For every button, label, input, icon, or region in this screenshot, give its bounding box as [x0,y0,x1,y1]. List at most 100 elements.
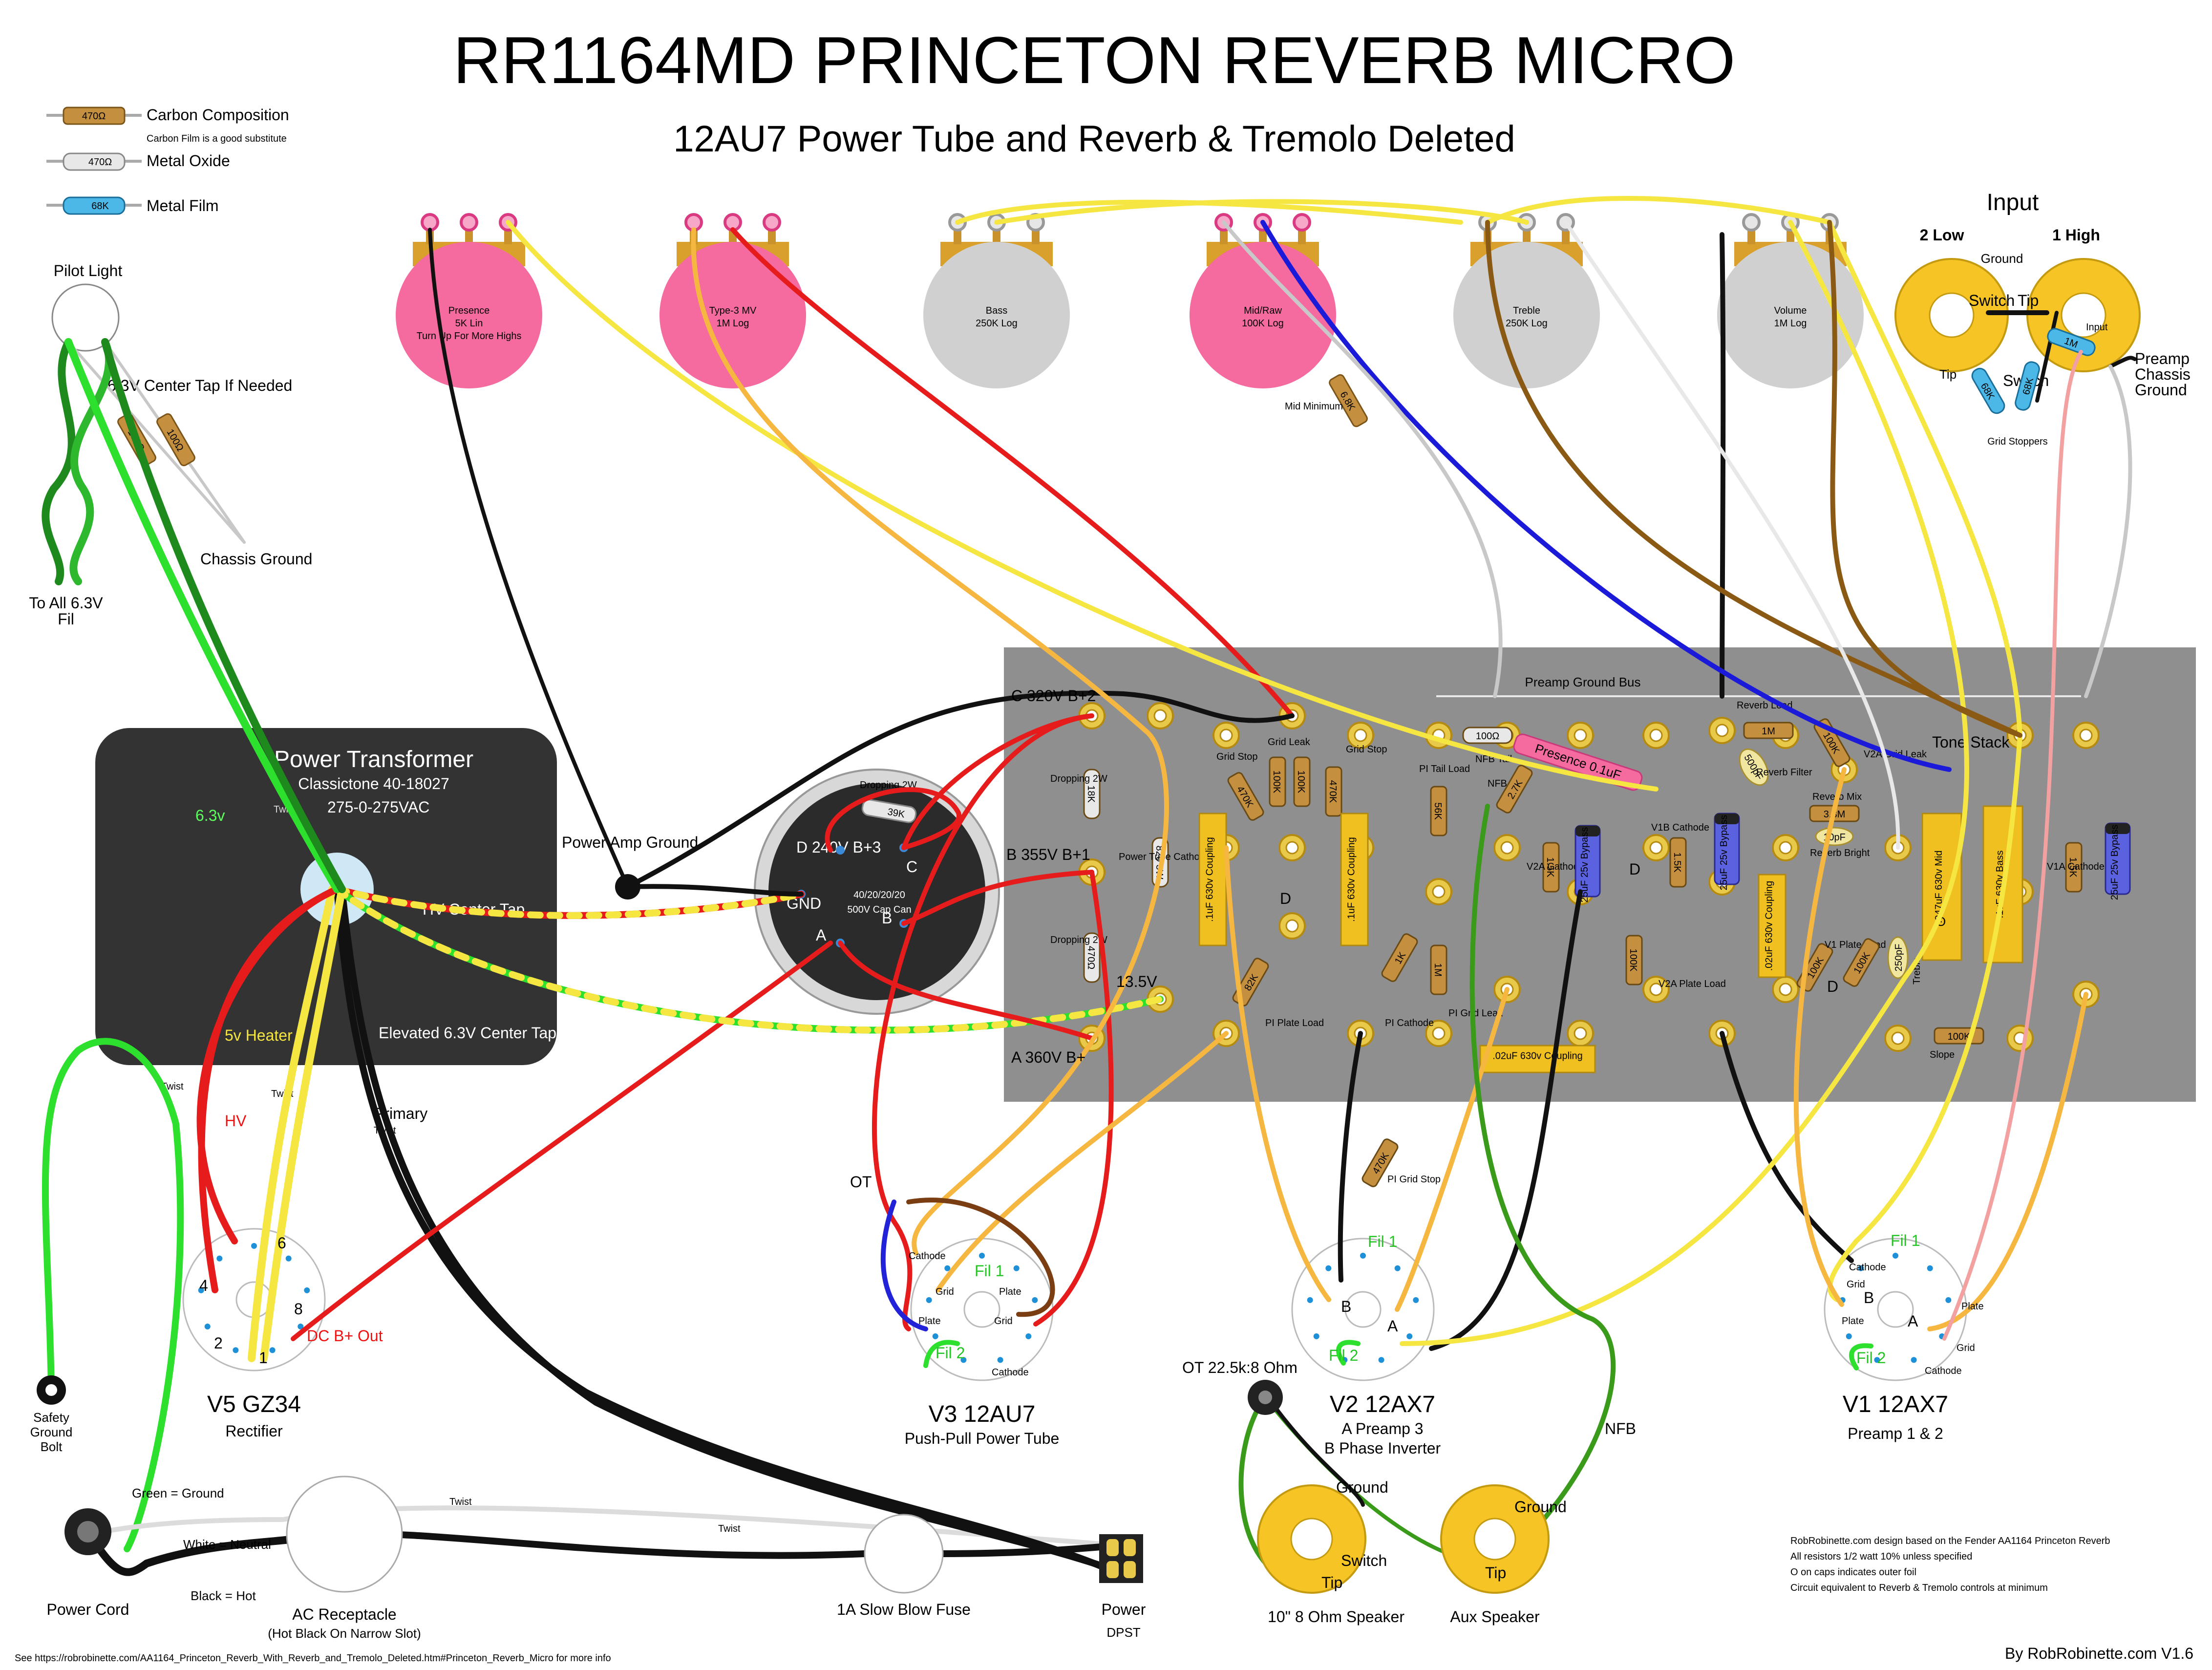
v1-plate-2: Plate [1961,1301,1984,1312]
d-mark-1: D [1280,890,1291,907]
v1-name: V1 12AX7 [1843,1392,1948,1417]
v3-grid-2: Grid [994,1316,1013,1327]
resistor-board-drop2_value: 470Ω [1083,932,1101,983]
legend-oxide-label: Metal Oxide [147,152,230,170]
v1-a-label: A [1908,1312,1918,1330]
component-label: Grid Stop [1216,751,1257,762]
v3-plate-b-wire [1033,870,1114,1327]
input-input-label: Input [2086,322,2108,333]
v3-grid-1: Grid [936,1286,954,1297]
note-4: Circuit equivalent to Reverb & Tremolo c… [1790,1583,2048,1593]
legend-film-value: 68K [91,201,109,212]
heater-wire-1 [248,885,336,1362]
v1-b-label: B [1864,1289,1874,1306]
treble-volume-wire [1485,196,1832,225]
speaker-2-label: Aux Speaker [1450,1608,1540,1626]
filament-wire-2 [101,338,346,893]
input-ground-wire [2084,364,2132,698]
component-label: NFB [1488,778,1507,789]
v2-fil-1: Fil 1 [1368,1233,1397,1250]
fuse-switch-wire [939,1543,1110,1557]
resistor-board-pi_cathode_value: 1K [1381,933,1418,982]
note-1: RobRobinette.com design based on the Fen… [1790,1536,2110,1546]
cap-can-rating: 500V Cap Can [847,904,911,915]
cap-value: .02uF 630v Coupling [1764,881,1775,971]
resistor-board-grid_leak_b: 100K [1293,756,1311,807]
resistor-board-v1b_cathode_value: 1.5K [1669,837,1687,888]
resistor-value: 100K [1296,771,1306,793]
note-3: O on caps indicates outer foil [1790,1567,1916,1578]
component-label: PI Tail Load [1419,764,1470,774]
v2-fil-jumper [1336,1340,1361,1366]
v2-plate-b-wire [1224,845,1331,1302]
page-title: RR1164MD PRINCETON REVERB MICRO [453,23,1736,97]
v3-plate-a-wire [872,713,1094,1331]
resistor-board-v2a_plate_value: 100K [1625,935,1643,985]
spk2-ground-label: Ground [1514,1498,1567,1516]
spk1-ground-label: Ground [1336,1478,1388,1496]
v1-fil-jumper [1849,1343,1873,1370]
resistor-board-pi_grid_value: 1M [1430,944,1447,995]
filament-label-line2: Fil [58,610,74,628]
pot-6-name: Volume [1774,305,1807,316]
filament-wire-1 [64,338,341,893]
volume-tone-wire [1827,220,2022,738]
component-label: V1B Cathode [1651,822,1709,833]
preamp-ground-label-2: Chassis [2135,365,2191,383]
resistor-value: 470Ω [1085,946,1096,969]
v5-pin6: 6 [277,1234,286,1252]
v3-fil-jumper [923,1340,960,1368]
transformer-6v3-label: 6.3v [195,807,225,824]
mains-twist-2: Twist [718,1523,741,1534]
power-amp-ground-label: Power Amp Ground [562,834,698,851]
pot-1-name: Presence [448,305,490,316]
dropping-39k-wire [825,787,961,853]
reverb-filter-cap: 500pF [1739,748,1769,786]
treble-cap-value: 250pF [1893,944,1904,972]
tone-v1-plate-wire [1827,733,2022,1302]
reverb-bright-label: Reverb Bright [1810,848,1870,858]
bypass-cap-3: 25uF 25v Bypass [2105,822,2131,900]
v5-desc: Rectifier [225,1422,283,1440]
v2-a-label: A [1387,1317,1398,1335]
mains-ground-wire [42,1038,184,1552]
cap-value: .1uF 630v Coupling [1346,837,1357,921]
ot-ground-wire [1273,1405,1365,1507]
primary-wire-2 [339,886,1127,1577]
master-volume-wire [730,227,1295,718]
resistor-value: 1M [1432,963,1443,977]
v1-fil-2: Fil 2 [1856,1349,1886,1367]
presence-ground-wire [428,228,630,889]
speaker-1-label: 10" 8 Ohm Speaker [1268,1608,1404,1626]
component-label: PI Cathode [1385,1018,1434,1028]
v2-desc-1: A Preamp 3 [1341,1420,1423,1437]
mid-minimum-resistor: 6.8K [1329,374,1368,428]
treble-brown-wire [1485,220,2022,738]
cap-value: .047uF 630v Mid [1934,851,1944,923]
input-high-label: 1 High [2052,226,2100,244]
cap-can-c-label: C [906,858,917,876]
resistor-board-v1_plate_b: 100K [1843,938,1880,987]
v5-dc-out-label: DC B+ Out [307,1327,383,1345]
hv-label: HV [225,1112,247,1130]
mid-grey-wire [1222,220,1503,698]
v3-name: V3 12AU7 [929,1401,1036,1427]
v2-grid-wire [1429,889,1583,1351]
elect-value: 25uF 25v Bypass [1579,827,1590,903]
v5-name: V5 GZ34 [207,1392,301,1417]
power-amp-ground-wire [625,690,1295,889]
hv-wire-2 [196,886,340,1244]
component-label: Dropping 2W [1050,773,1107,784]
nfb-wire-label: NFB [1605,1420,1636,1437]
component-label: Slope [1930,1049,1955,1060]
cap-value: .1uF 630v Coupling [1205,837,1215,921]
v3-ot-label: OT [850,1173,872,1191]
treble-white-wire [1564,220,1900,850]
spk2-tip-label: Tip [1485,1564,1506,1582]
resistor-value: 1.5K [1672,852,1682,873]
volume-brown-wire [1827,220,2022,738]
footer-link: See https://robrobinette.com/AA1164_Prin… [15,1653,611,1664]
v3-plate-2: Plate [918,1316,941,1327]
